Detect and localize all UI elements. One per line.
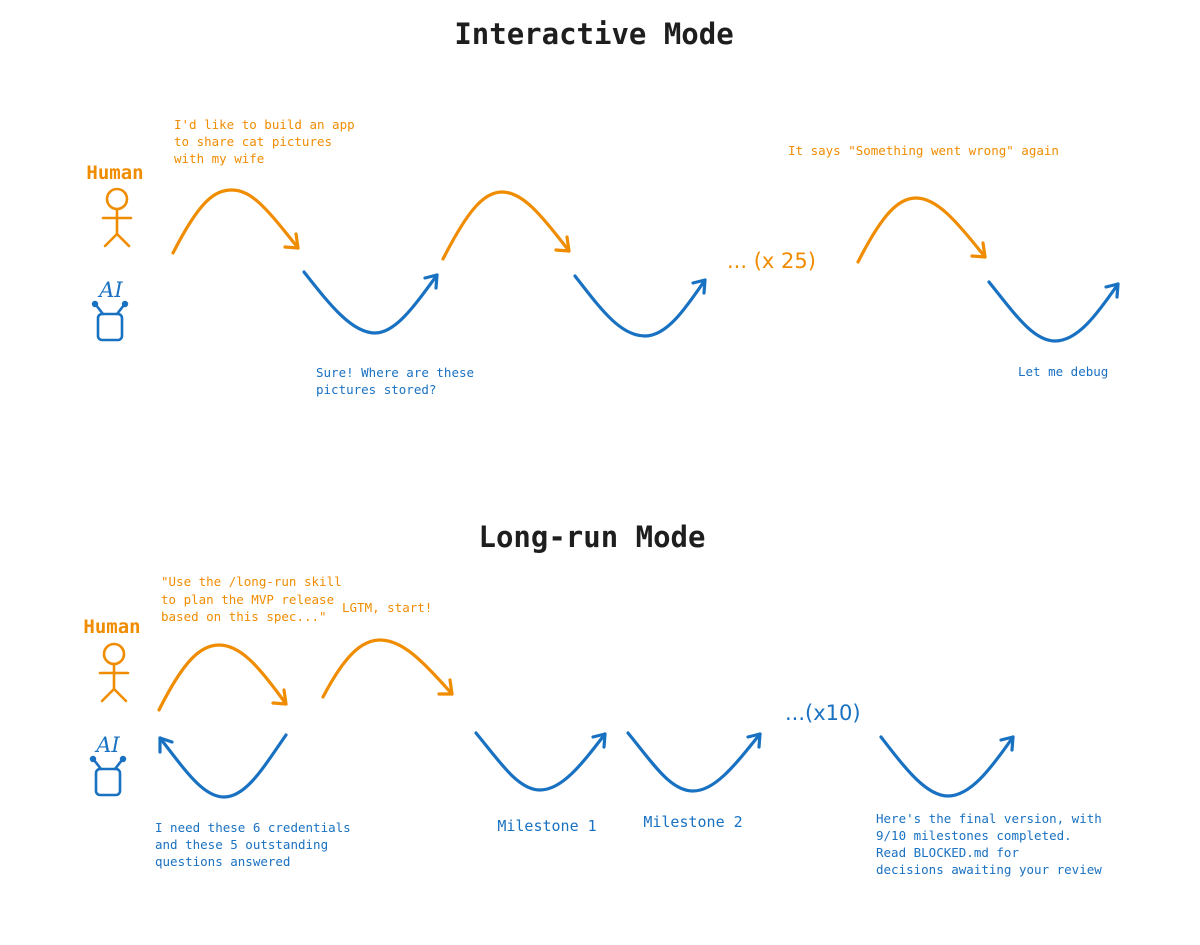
interactive-ai-turn-1 bbox=[302, 270, 439, 335]
interactive-ai-message-1: Sure! Where are these pictures stored? bbox=[316, 365, 482, 397]
interactive-human-figure-icon bbox=[101, 187, 133, 248]
longrun-human-turn-2 bbox=[321, 638, 454, 699]
interactive-human-turn-3 bbox=[856, 196, 987, 264]
interactive-ai-robot-icon bbox=[91, 300, 129, 342]
interactive-mode-title: Interactive Mode bbox=[454, 17, 733, 51]
longrun-mode-title: Long-run Mode bbox=[479, 520, 706, 554]
interactive-human-turn-1 bbox=[171, 188, 300, 255]
longrun-final-wave bbox=[879, 735, 1015, 798]
longrun-ai-final-message: Here's the final version, with 9/10 mile… bbox=[876, 811, 1109, 877]
longrun-human-figure-icon bbox=[98, 642, 130, 703]
interactive-human-message-2: It says "Something went wrong" again bbox=[788, 143, 1059, 158]
longrun-human-message-2: LGTM, start! bbox=[342, 600, 432, 615]
longrun-milestone-1-wave bbox=[474, 731, 607, 792]
longrun-repeat-label: ...(x10) bbox=[785, 701, 861, 725]
interactive-human-turn-2 bbox=[441, 190, 571, 261]
interactive-repeat-text: ... (x 25) bbox=[727, 249, 816, 273]
longrun-ai-label: AI bbox=[94, 733, 120, 757]
interactive-ai-label: AI bbox=[97, 278, 123, 302]
interactive-repeat-label: ... (x 25) bbox=[727, 249, 816, 273]
interactive-human-label: Human bbox=[86, 162, 143, 184]
interactive-ai-turn-2 bbox=[573, 274, 707, 338]
longrun-ai-robot-icon bbox=[89, 755, 127, 797]
interactive-human-message-1: I'd like to build an app to share cat pi… bbox=[174, 117, 362, 166]
interactive-ai-turn-3 bbox=[987, 280, 1120, 343]
longrun-ai-message-1: I need these 6 credentials and these 5 o… bbox=[155, 820, 358, 869]
longrun-human-label: Human bbox=[83, 616, 140, 638]
longrun-milestone-2-wave bbox=[626, 731, 762, 793]
milestone-1-label: Milestone 1 bbox=[497, 817, 596, 835]
longrun-human-turn-1 bbox=[157, 643, 288, 712]
milestone-2-label: Milestone 2 bbox=[643, 813, 742, 831]
interactive-ai-message-2: Let me debug bbox=[1018, 364, 1108, 379]
longrun-human-message-1: "Use the /long-run skill to plan the MVP… bbox=[161, 574, 349, 624]
longrun-ai-reply-back-arrow bbox=[158, 733, 288, 799]
